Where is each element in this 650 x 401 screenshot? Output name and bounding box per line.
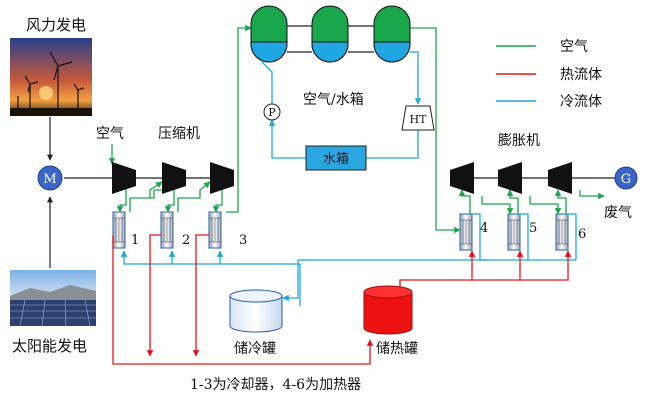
generator-label: G	[621, 172, 631, 187]
compressor-2	[162, 162, 186, 194]
exchanger-number-6: 6	[578, 227, 586, 242]
compressor-stages	[112, 162, 234, 194]
motor: M	[37, 165, 63, 191]
air-inlet-label: 空气	[96, 126, 124, 142]
cooler-3	[208, 211, 222, 249]
cold-storage-label: 储冷罐	[234, 341, 276, 357]
exchanger-number-5: 5	[529, 221, 537, 236]
legend-hot-label: 热流体	[560, 67, 602, 83]
tank-3	[373, 5, 411, 63]
exchanger-number-3: 3	[239, 233, 247, 248]
motor-label: M	[43, 172, 56, 187]
legend-cold-label: 冷流体	[560, 94, 602, 110]
wind-power-label: 风力发电	[26, 16, 86, 34]
wind-farm-photo	[10, 38, 92, 116]
heater-5	[507, 213, 521, 251]
pump: P	[263, 103, 281, 121]
solar-power-label: 太阳能发电	[12, 337, 87, 355]
generator: G	[614, 166, 638, 190]
tank-2	[311, 5, 349, 63]
exchanger-number-4: 4	[480, 221, 488, 236]
compressor-1	[112, 162, 136, 194]
cooler-2	[160, 211, 174, 249]
expander-3	[548, 162, 572, 194]
expander-stages	[450, 162, 572, 194]
tank-1	[250, 5, 288, 63]
exhaust-label: 废气	[604, 205, 632, 221]
exchanger-number-2: 2	[182, 233, 190, 248]
heat-storage-label: 储热罐	[376, 341, 418, 357]
cooler-1	[112, 211, 126, 249]
expander-2	[498, 162, 522, 194]
water-tank: 水箱	[305, 145, 367, 171]
heat-storage-tank	[363, 285, 413, 335]
pump-label: P	[268, 106, 276, 119]
heater-6	[555, 213, 569, 251]
compressor-label: 压缩机	[158, 126, 200, 142]
air-water-tank-label: 空气/水箱	[303, 92, 364, 108]
water-tank-label: 水箱	[323, 151, 349, 167]
air-water-tanks	[250, 5, 411, 63]
legend: 空气 热流体 冷流体	[496, 39, 602, 110]
heaters	[459, 213, 569, 251]
expander-1	[450, 162, 474, 194]
legend-air-label: 空气	[560, 39, 588, 55]
footnote: 1-3为冷却器，4-6为加热器	[190, 377, 361, 393]
cold-storage-tank	[229, 289, 283, 333]
hydraulic-turbine-label: HT	[410, 113, 428, 126]
compressor-3	[210, 162, 234, 194]
exchanger-number-1: 1	[131, 233, 139, 248]
coolers	[112, 211, 222, 249]
heater-4	[459, 213, 473, 251]
solar-farm-photo	[10, 270, 96, 327]
expander-label: 膨胀机	[498, 132, 540, 149]
hydraulic-turbine: HT	[401, 105, 435, 131]
